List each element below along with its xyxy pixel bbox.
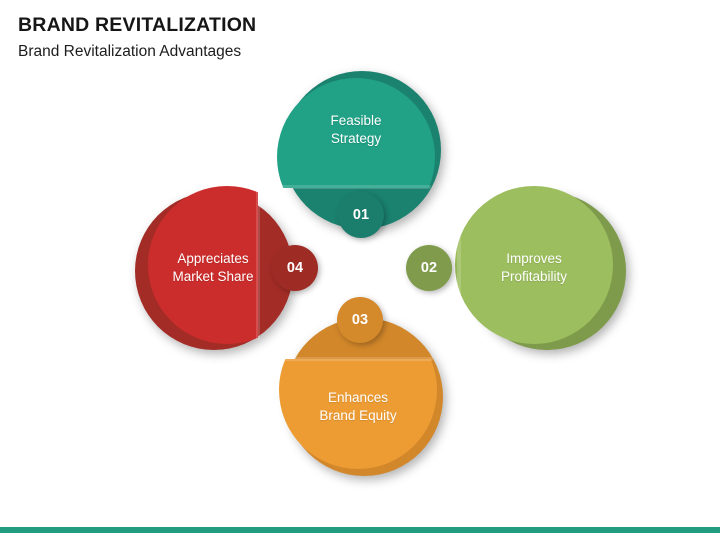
bottom-accent-bar — [0, 527, 720, 533]
petal-03-label: Enhances Brand Equity — [319, 390, 397, 423]
petal-02-number-badge[interactable]: 02 — [406, 245, 452, 291]
petal-04-label: Appreciates Market Share — [172, 251, 254, 284]
petal-01-number-badge[interactable]: 01 — [338, 192, 384, 238]
page-title: BRAND REVITALIZATION — [18, 14, 257, 36]
petal-03-number-badge[interactable]: 03 — [337, 297, 383, 343]
slide-header: BRAND REVITALIZATION Brand Revitalizatio… — [18, 14, 658, 61]
petal-02-front-disc — [455, 186, 613, 344]
petal-03-seam-highlight — [283, 357, 433, 361]
petal-01-label: Feasible Strategy — [330, 113, 382, 146]
page-subtitle: Brand Revitalization Advantages — [18, 43, 242, 61]
petal-01-seam-highlight — [281, 185, 431, 189]
petal-02-seam-highlight — [457, 190, 461, 340]
petal-02-label: Improves Profitability — [500, 251, 568, 284]
petal-04-number-badge[interactable]: 04 — [272, 245, 318, 291]
petal-04-seam-highlight — [256, 190, 260, 340]
